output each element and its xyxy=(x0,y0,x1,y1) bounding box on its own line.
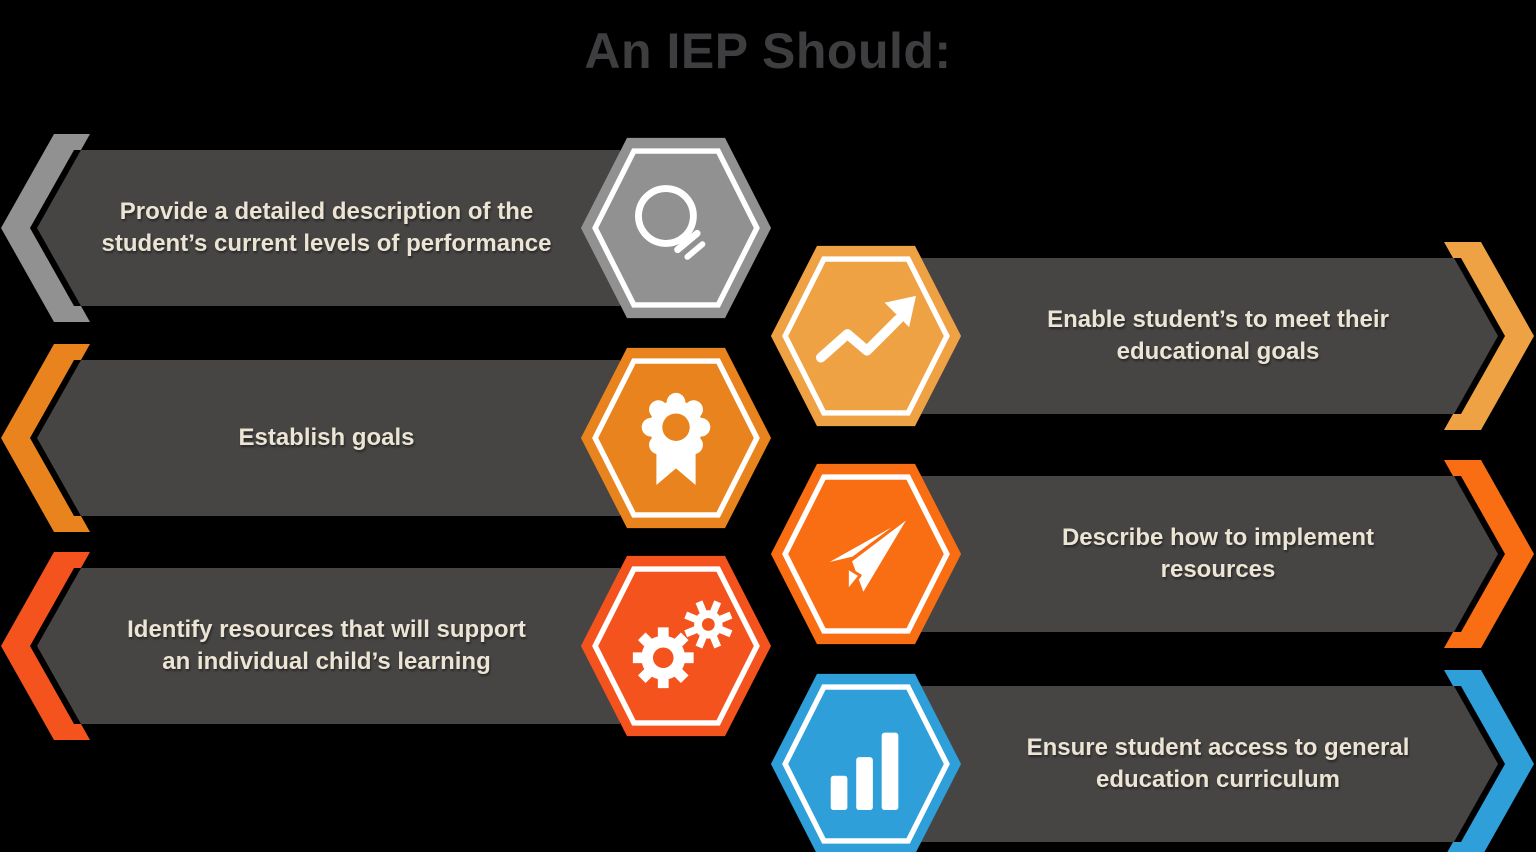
paper-plane-icon xyxy=(818,513,913,597)
banner-label: Describe how to implement resources xyxy=(1061,524,1375,583)
hexagon-badge xyxy=(770,245,962,427)
banner: Enable student’s to meet their education… xyxy=(920,258,1498,414)
hexagon-badge xyxy=(770,673,962,852)
row-ensure-access: Ensure student access to general educati… xyxy=(0,670,1536,852)
hexagon-badge xyxy=(580,555,772,737)
banner: Provide a detailed description of the st… xyxy=(37,150,620,306)
banner-label: Provide a detailed description of the st… xyxy=(101,198,552,257)
row-establish-goals: Establish goals xyxy=(0,344,1536,532)
row-describe-implementation: Describe how to implement resources xyxy=(0,460,1536,648)
banner-label: Identify resources that will support an … xyxy=(127,616,526,675)
banner: Ensure student access to general educati… xyxy=(920,686,1498,842)
bar-chart-icon xyxy=(830,732,899,811)
hexagon-badge xyxy=(580,137,772,319)
banner-label: Ensure student access to general educati… xyxy=(1026,734,1410,793)
trending-up-arrow-icon xyxy=(816,295,916,363)
page-title: An IEP Should: xyxy=(584,23,952,79)
banner-label: Enable student’s to meet their education… xyxy=(1047,306,1389,365)
award-ribbon-icon xyxy=(641,392,711,486)
row-enable-students: Enable student’s to meet their education… xyxy=(0,242,1536,430)
gears-icon xyxy=(632,600,733,689)
banner-label: Establish goals xyxy=(238,424,415,452)
row-provide-description: Provide a detailed description of the st… xyxy=(0,134,1536,322)
banner: Describe how to implement resources xyxy=(920,476,1498,632)
row-identify-resources: Identify resources that will support an … xyxy=(0,552,1536,740)
hexagon-badge xyxy=(580,347,772,529)
hexagon-badge xyxy=(770,463,962,645)
banner: Establish goals xyxy=(37,360,620,516)
banner: Identify resources that will support an … xyxy=(37,568,620,724)
lightbulb-icon xyxy=(635,185,706,260)
